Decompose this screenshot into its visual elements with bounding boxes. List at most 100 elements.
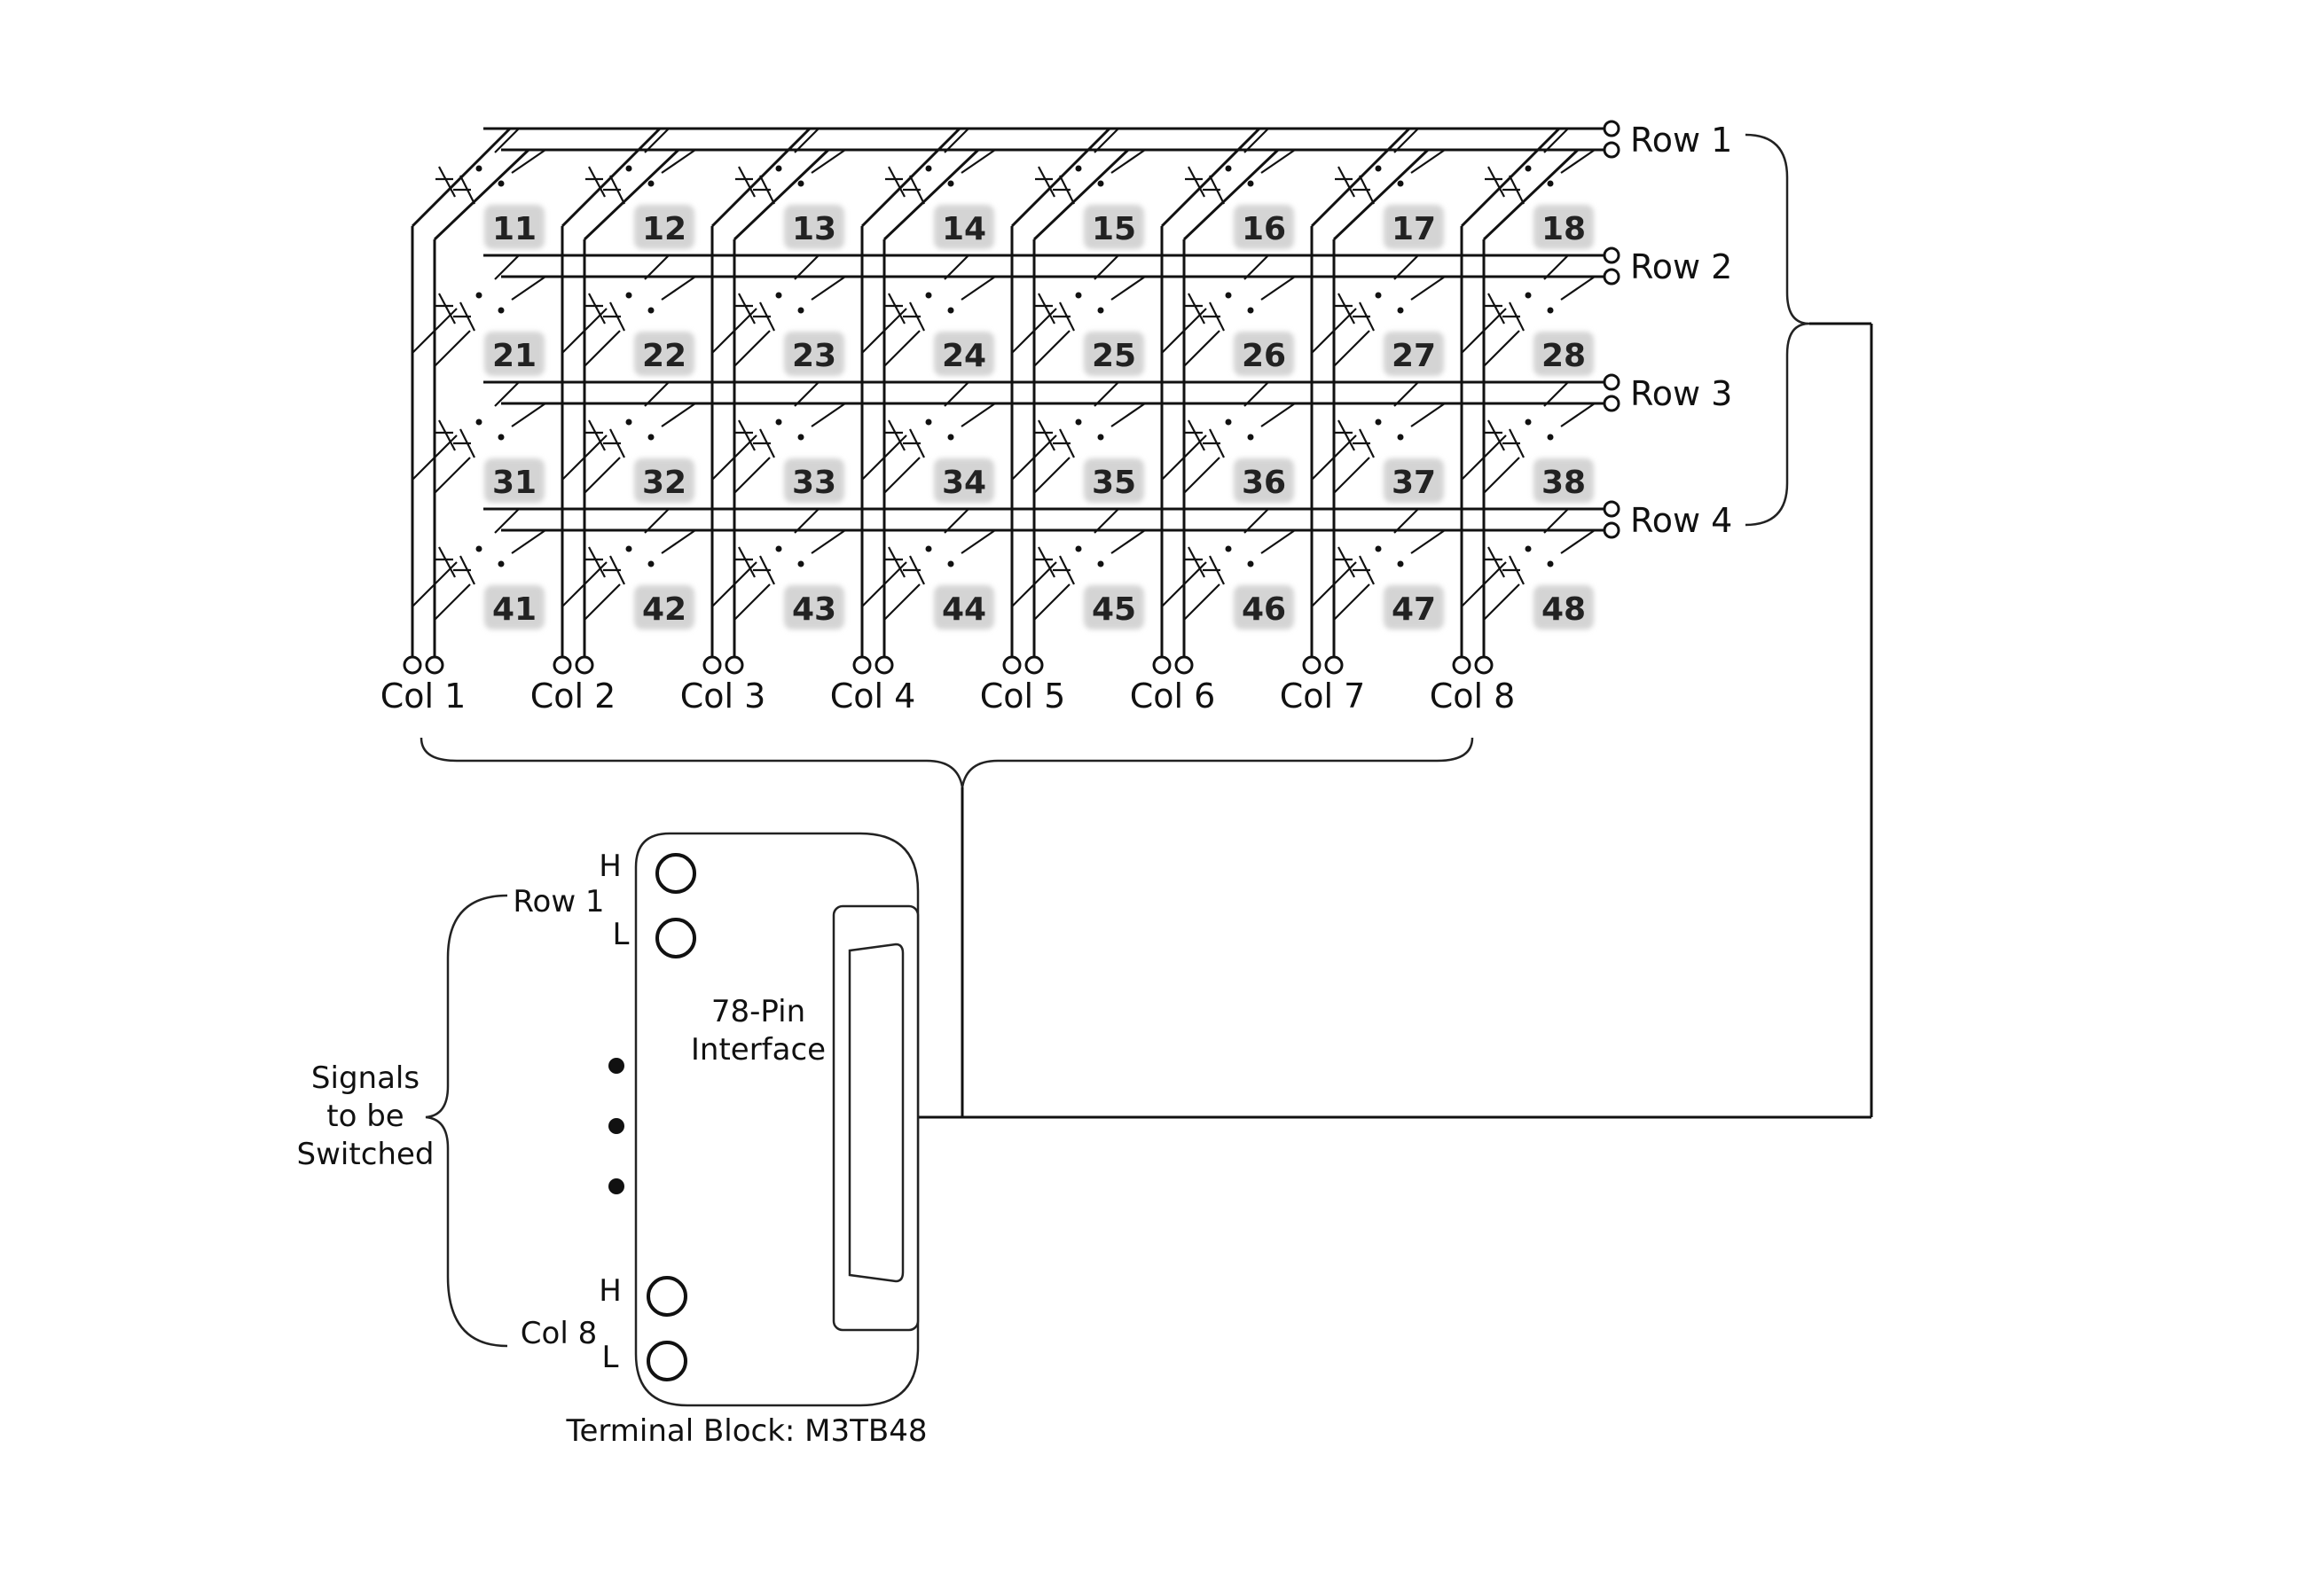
switch-contact <box>925 419 932 426</box>
switch-lead <box>511 149 546 174</box>
crosspoint-label: 18 <box>1541 211 1586 247</box>
crosspoint-label: 36 <box>1242 465 1286 501</box>
cell-badge <box>934 585 994 630</box>
l-label: L <box>602 1340 619 1375</box>
col-diagonal <box>1032 148 1130 241</box>
col-terminal <box>575 655 594 675</box>
column-label: Col 4 <box>830 677 916 716</box>
switch-lead <box>511 529 546 554</box>
switch-tap <box>733 457 771 494</box>
switch-contact <box>1375 545 1382 552</box>
switch-tap <box>434 583 471 621</box>
switch-tap <box>1311 561 1357 607</box>
h-label: H <box>599 1273 622 1309</box>
switch-blade <box>1487 293 1505 325</box>
switch-contact <box>1075 419 1082 426</box>
switch-tap <box>733 330 771 367</box>
switch-lead <box>1094 128 1119 153</box>
switch-lead <box>811 276 846 301</box>
crosspoint-label: 12 <box>642 211 686 247</box>
cell-badge <box>1084 585 1144 630</box>
switch-tap <box>1333 583 1370 621</box>
crosspoint-label: 47 <box>1392 591 1436 628</box>
col-terminal <box>702 655 722 675</box>
signals-label-line3: Switched <box>297 1137 435 1172</box>
row-terminal <box>1603 500 1620 518</box>
row-terminal <box>1603 246 1620 264</box>
switch-blade <box>888 166 906 198</box>
cell-badge <box>934 205 994 249</box>
col-terminal <box>725 655 744 675</box>
switch-lead <box>1393 128 1419 153</box>
cell-badge <box>1533 205 1594 249</box>
switch-lead <box>661 529 696 554</box>
switch-blade <box>588 293 606 325</box>
switch-tap <box>711 308 757 354</box>
switch-contact <box>1547 434 1554 441</box>
cell-badge <box>634 332 694 376</box>
cell-badge <box>1234 585 1294 630</box>
switch-lead <box>494 381 520 407</box>
crosspoint-label: 22 <box>642 338 686 374</box>
crosspoint-label: 14 <box>942 211 986 247</box>
row-label: Row 1 <box>1630 121 1732 160</box>
switch-blade <box>738 166 756 198</box>
switch-tap <box>1461 308 1507 354</box>
switch-contact <box>1225 165 1232 172</box>
switch-blade <box>888 293 906 325</box>
crosspoint-label: 21 <box>492 338 537 374</box>
col-diagonal <box>1482 148 1580 241</box>
switch-blade <box>1337 546 1355 578</box>
rows-brace <box>1745 133 1810 527</box>
switch-contact <box>1525 165 1532 172</box>
switch-tap <box>1033 583 1071 621</box>
switch-contact <box>1247 434 1254 441</box>
col-terminal <box>1002 655 1022 675</box>
crosspoint-label: 46 <box>1242 591 1286 628</box>
switch-blade <box>738 546 756 578</box>
switch-contact <box>797 434 804 441</box>
switch-contact <box>1547 307 1554 314</box>
crosspoint-label: 17 <box>1392 211 1436 247</box>
switch-contact <box>647 307 655 314</box>
switch-lead <box>1260 403 1296 427</box>
switch-contact <box>1075 292 1082 299</box>
switch-blade <box>438 293 456 325</box>
switch-lead <box>511 403 546 427</box>
switch-blade <box>438 419 456 451</box>
switch-contact <box>475 545 482 552</box>
terminal-col-label: Col 8 <box>521 1316 597 1351</box>
switch-tap <box>584 583 621 621</box>
switch-contact <box>1097 307 1104 314</box>
switch-lead <box>1543 128 1569 153</box>
crosspoint-label: 32 <box>642 465 686 501</box>
switch-lead <box>1243 254 1269 280</box>
row-terminal <box>1603 268 1620 286</box>
switch-contact <box>1397 180 1404 187</box>
ellipsis-dot <box>608 1178 624 1194</box>
switch-lead <box>1560 529 1596 554</box>
switch-tap <box>883 583 921 621</box>
crosspoint-label: 26 <box>1242 338 1286 374</box>
terminal-col8-h <box>647 1276 687 1317</box>
column-label: Col 1 <box>380 677 467 716</box>
switch-lead <box>661 403 696 427</box>
switch-blade <box>1487 166 1505 198</box>
switch-lead <box>644 128 670 153</box>
switch-tap <box>434 330 471 367</box>
col-terminal <box>1174 655 1194 675</box>
crosspoint-label: 27 <box>1392 338 1436 374</box>
switch-contact <box>1097 180 1104 187</box>
switch-contact <box>775 292 782 299</box>
switch-blade <box>1038 546 1055 578</box>
switch-tap <box>561 434 608 481</box>
switch-blade <box>1188 546 1205 578</box>
switch-tap <box>584 457 621 494</box>
col-diagonal <box>882 148 980 241</box>
switch-tap <box>1333 457 1370 494</box>
crosspoint-label: 28 <box>1541 338 1586 374</box>
switch-lead <box>1110 276 1146 301</box>
switch-tap <box>1461 434 1507 481</box>
switch-contact <box>797 560 804 567</box>
